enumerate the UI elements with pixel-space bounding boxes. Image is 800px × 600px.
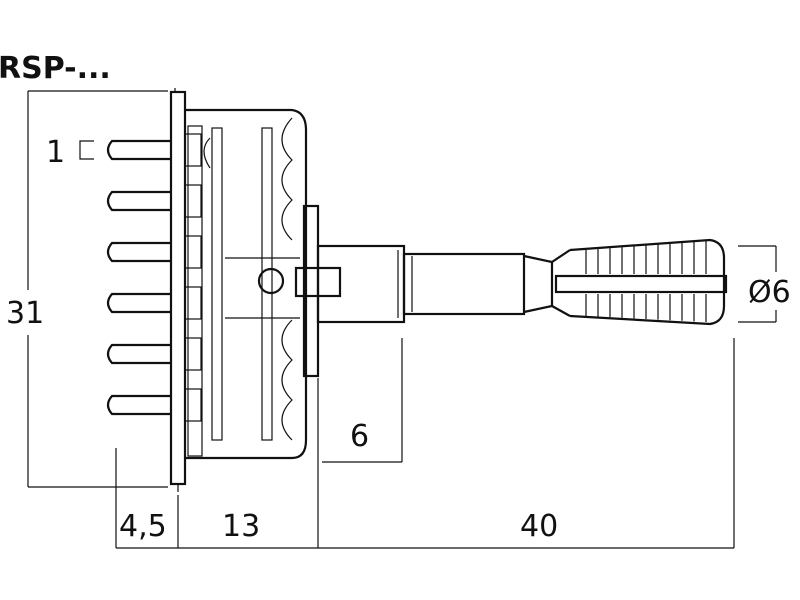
model-title: RSP-...	[0, 51, 111, 86]
height-label: 31	[6, 296, 44, 331]
diameter-label: Ø6	[748, 275, 791, 310]
solder-pin	[106, 184, 202, 218]
bushing-length-label: 6	[350, 419, 369, 454]
solder-pins	[106, 133, 202, 422]
height-dimension	[27, 90, 168, 488]
solder-pin	[106, 286, 202, 320]
pin-length-label: 4,5	[119, 509, 167, 544]
solder-pin	[106, 235, 202, 269]
switch-body	[185, 108, 308, 460]
solder-pin	[106, 337, 202, 371]
bottom-dimensions	[115, 338, 735, 549]
solder-pin	[106, 388, 202, 422]
solder-pin	[106, 133, 202, 167]
pin-pitch-bracket	[79, 140, 94, 160]
knurled-tip	[554, 238, 728, 326]
body-depth-label: 13	[222, 509, 260, 544]
bushing-dimension	[317, 338, 403, 548]
diameter-dimension	[738, 245, 777, 323]
shaft-length-label: 40	[520, 509, 558, 544]
front-plate	[169, 88, 187, 492]
shaft	[402, 249, 571, 317]
pin-pitch-label: 1	[46, 135, 65, 170]
bushing	[316, 244, 406, 324]
